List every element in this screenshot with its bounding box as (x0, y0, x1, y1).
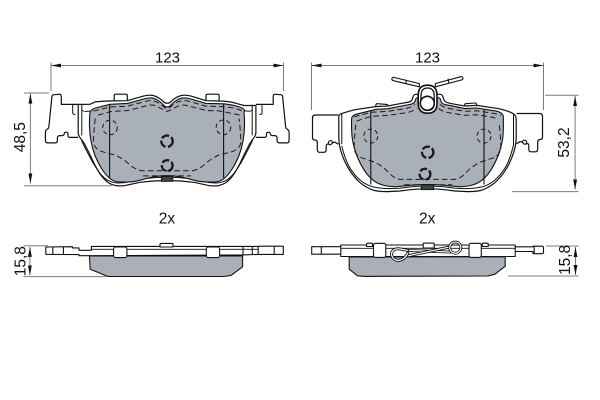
svg-text:123: 123 (155, 50, 180, 67)
svg-text:15,8: 15,8 (13, 246, 30, 276)
svg-text:2x: 2x (419, 210, 436, 227)
svg-text:48,5: 48,5 (12, 122, 29, 152)
svg-text:53,2: 53,2 (556, 127, 573, 157)
svg-text:123: 123 (415, 50, 440, 67)
svg-text:15,8: 15,8 (557, 245, 574, 275)
svg-text:2x: 2x (159, 210, 176, 227)
